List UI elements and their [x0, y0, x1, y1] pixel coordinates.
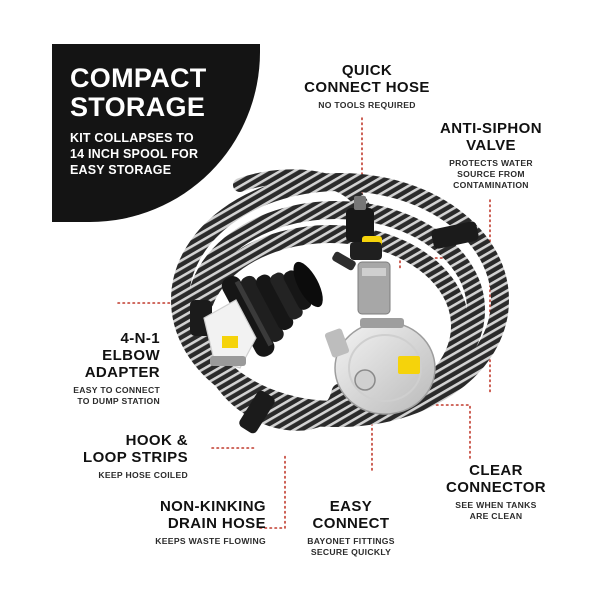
callout-description: KEEPS WASTE FLOWING	[155, 536, 266, 546]
callout-description: NO TOOLS REQUIRED	[318, 100, 416, 110]
callout-anti-siphon: ANTI-SIPHON VALVE PROTECTS WATER SOURCE …	[416, 120, 566, 191]
callout-description: KEEP HOSE COILED	[98, 470, 188, 480]
callout-description: EASY TO CONNECT TO DUMP STATION	[73, 385, 160, 406]
white-elbow	[203, 299, 257, 369]
callout-title: NON-KINKING DRAIN HOSE	[159, 498, 266, 532]
callout-title: HOOK & LOOP STRIPS	[83, 432, 188, 466]
callout-title: ANTI-SIPHON VALVE	[440, 120, 542, 154]
callout-easy-connect: EASY CONNECT BAYONET FITTINGS SECURE QUI…	[290, 498, 412, 558]
callout-title: QUICK CONNECT HOSE	[304, 62, 430, 96]
callout-title: 4-N-1 ELBOW ADAPTER	[84, 330, 160, 381]
title-line-2: STORAGE	[70, 92, 206, 122]
callout-clear-connector: CLEAR CONNECTOR SEE WHEN TANKS ARE CLEAN	[426, 462, 566, 522]
callout-description: BAYONET FITTINGS SECURE QUICKLY	[307, 536, 395, 557]
callout-title: EASY CONNECT	[312, 498, 390, 532]
callout-quick-connect: QUICK CONNECT HOSE NO TOOLS REQUIRED	[292, 62, 442, 111]
compact-storage-subtitle: KIT COLLAPSES TO 14 INCH SPOOL FOR EASY …	[70, 131, 199, 177]
callout-description: SEE WHEN TANKS ARE CLEAN	[455, 500, 537, 521]
callout-hook-loop: HOOK & LOOP STRIPS KEEP HOSE COILED	[60, 432, 188, 481]
title-line-1: COMPACT	[70, 63, 207, 93]
anti-siphon-valve	[332, 196, 391, 315]
hook-loop-strips	[190, 221, 479, 434]
clear-connector	[324, 318, 436, 415]
callout-description: PROTECTS WATER SOURCE FROM CONTAMINATION	[449, 158, 533, 190]
callout-elbow-adapter: 4-N-1 ELBOW ADAPTER EASY TO CONNECT TO D…	[40, 330, 160, 407]
callout-title: CLEAR CONNECTOR	[446, 462, 546, 496]
elbow-adapter-cone	[221, 261, 323, 357]
callout-non-kinking: NON-KINKING DRAIN HOSE KEEPS WASTE FLOWI…	[110, 498, 266, 547]
